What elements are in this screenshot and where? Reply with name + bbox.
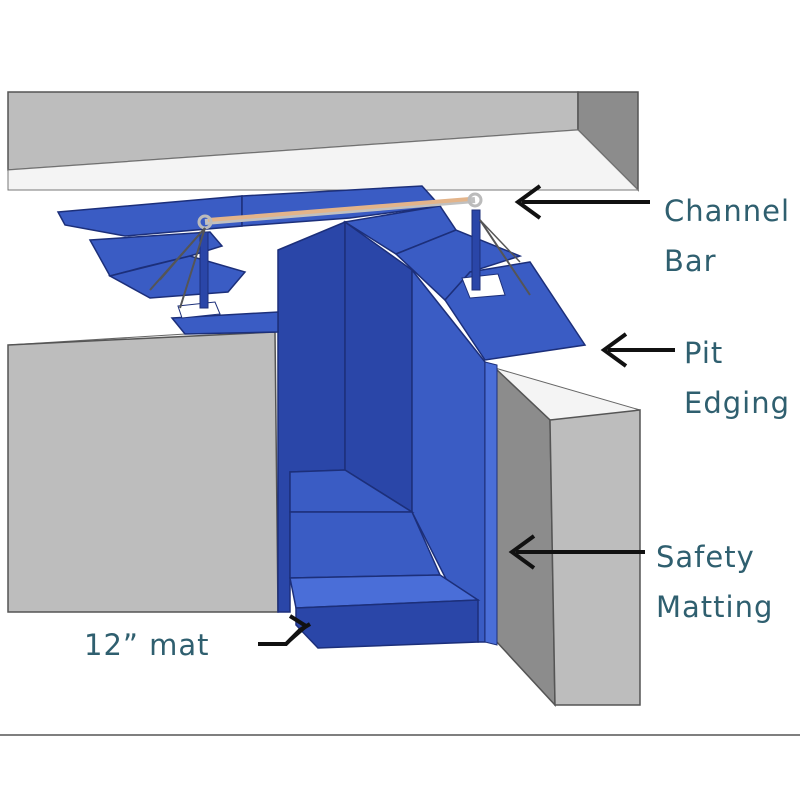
label-safety-matting-line1: Safety	[656, 540, 755, 574]
arrow-pit-edging-icon	[600, 332, 675, 368]
arrow-channel-bar-icon	[514, 184, 650, 220]
mat-12-inch	[289, 574, 481, 649]
label-12-inch-mat: 12” mat	[84, 620, 210, 670]
arrow-12-inch-mat-icon	[258, 614, 312, 646]
arrow-safety-matting-icon	[508, 534, 645, 570]
label-channel-bar: Channel Bar	[664, 186, 790, 286]
label-safety-matting-line2: Matting	[656, 590, 774, 624]
back-wall	[7, 91, 640, 192]
label-channel-bar-line2: Bar	[664, 244, 717, 278]
label-safety-matting: Safety Matting	[656, 532, 773, 632]
left-wall-block	[7, 329, 279, 613]
label-pit-edging-line1: Pit	[684, 336, 724, 370]
right-wall-block	[494, 366, 641, 707]
label-pit-edging: Pit Edging	[684, 328, 790, 428]
safety-matting	[277, 220, 498, 646]
label-12-inch-mat-text: 12” mat	[84, 628, 210, 662]
channel-bar	[149, 192, 531, 309]
label-pit-edging-line2: Edging	[684, 386, 790, 420]
label-channel-bar-line1: Channel	[664, 194, 791, 228]
